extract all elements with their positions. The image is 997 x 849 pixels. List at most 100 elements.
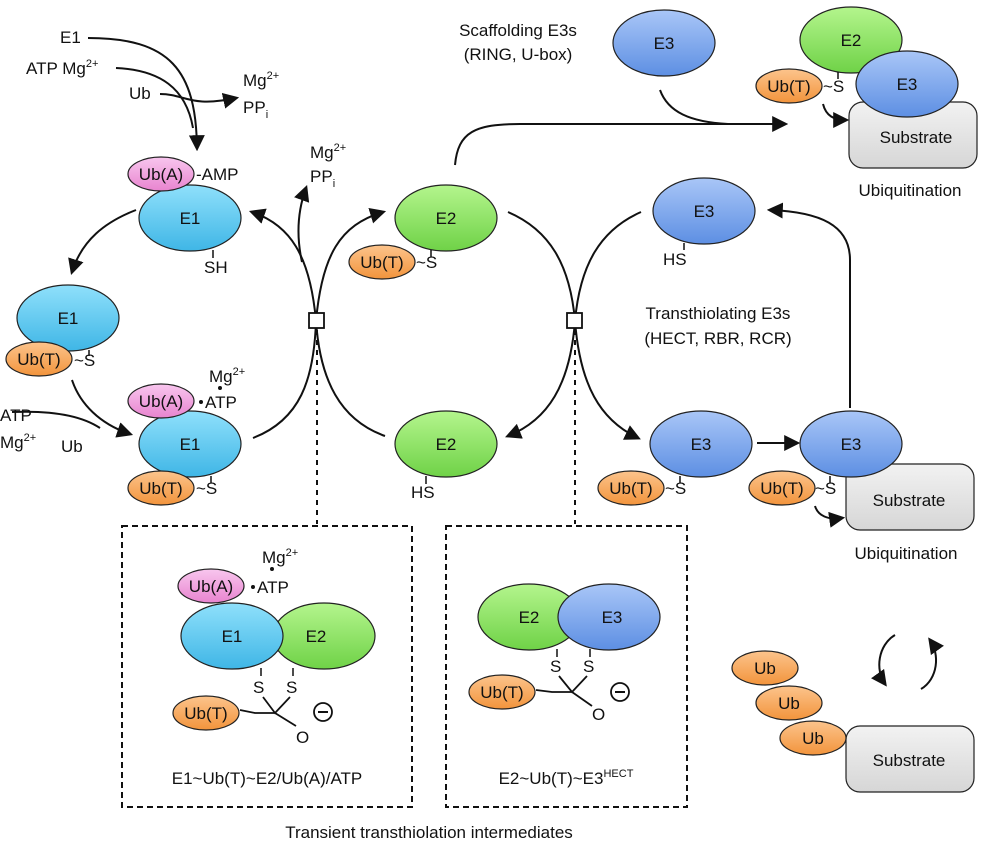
box1-ub-a-label: Ub(A) [189, 577, 233, 596]
e3-thioester-label: E3 [691, 435, 712, 454]
ub-t-on-e2 [348, 244, 416, 280]
arc-e2-load-lower [315, 320, 386, 437]
ub-t-on-e3 [597, 470, 665, 506]
box1-atp-label: ATP [257, 578, 289, 597]
box2-e3-label: E3 [602, 608, 623, 627]
arrow-e1-cycle-return [71, 379, 134, 438]
e3-tilde-s: ~S [665, 479, 686, 498]
scaffolding-e3-label: E3 [654, 34, 675, 53]
scaffolding-title-1: Scaffolding E3s [459, 21, 577, 40]
atp-label-loaded-e1: ATP [205, 393, 237, 412]
arc-e2-to-e3-lower [505, 320, 576, 439]
amp-label: -AMP [196, 165, 239, 184]
poly-ub-2 [755, 685, 823, 721]
box2-e3-enzyme [557, 583, 661, 651]
poly-ub-3 [779, 720, 847, 756]
e3-free-enzyme [652, 177, 756, 245]
arc-e1-to-e2-upper [248, 208, 317, 322]
e1-tilde-s: ~S [74, 351, 95, 370]
box2-ub-t [468, 674, 536, 710]
box1-caption: E1~Ub(T)~E2/Ub(A)/ATP [172, 769, 363, 788]
poly-ub-2-label: Ub [778, 694, 800, 713]
box1-s1: S [253, 678, 264, 697]
arrow-mg-ppi-release-1 [159, 92, 240, 109]
ppi-release-label-1: PPi [243, 98, 268, 121]
arc-e2-to-e3-upper [507, 211, 576, 322]
box1-atp-dot [251, 585, 255, 589]
box1-ub-t-label: Ub(T) [184, 704, 227, 723]
cycle-arrow-right [920, 637, 944, 690]
e3-substrate-label: E3 [841, 435, 862, 454]
scaffold-e2-label: E2 [841, 31, 862, 50]
ub-t-on-e2-label: Ub(T) [360, 253, 403, 272]
arrow-e3-regeneration [766, 202, 851, 408]
arrow-e1-cycle-down [68, 209, 137, 276]
transthiolating-title-2: (HECT, RBR, RCR) [644, 329, 791, 348]
intermediate-box-2 [445, 525, 688, 808]
box2-bonds [535, 675, 593, 707]
box2-s1: S [550, 657, 561, 676]
e2-tilde-s: ~S [416, 253, 437, 272]
arrow-scaffolding-path [454, 116, 789, 166]
e2-hs-label: HS [411, 483, 435, 502]
ub-a-loaded-label: Ub(A) [139, 392, 183, 411]
ub-t-on-e3-substrate-label: Ub(T) [760, 479, 803, 498]
substrate-2-label: Substrate [873, 491, 946, 510]
box1-mg-dot [270, 567, 274, 571]
arc-e3-load-lower [574, 320, 641, 440]
atp-dot-1 [199, 400, 203, 404]
e1-thioester-label: E1 [58, 309, 79, 328]
mg-release-label-2: Mg2+ [310, 142, 346, 162]
poly-ub-1-label: Ub [754, 659, 776, 678]
substrate-3-label: Substrate [873, 751, 946, 770]
e2-free-enzyme [394, 410, 498, 478]
e2-thioester-label: E2 [436, 209, 457, 228]
arrow-mg-ppi-release-2 [294, 184, 310, 263]
ub-a-label: Ub(A) [139, 165, 183, 184]
arrow-atp-entry [115, 67, 194, 129]
cycle-arrow-left [871, 634, 896, 687]
e3-free-label: E3 [694, 202, 715, 221]
box1-s2: S [286, 678, 297, 697]
e3-substrate-enzyme [799, 410, 903, 478]
ub-t-on-loaded-e1 [127, 470, 195, 506]
arc-e1-to-e2-lower [252, 320, 317, 439]
box2-ub-t-label: Ub(T) [480, 683, 523, 702]
scaffold-ub-t-label: Ub(T) [767, 77, 810, 96]
scaffold-transfer-arrow [822, 103, 850, 128]
e1-label: E1 [180, 209, 201, 228]
box2-oxygen: O [592, 705, 605, 724]
arc-e3-hs-upper [574, 211, 642, 322]
box1-oxygen: O [296, 728, 309, 747]
ub-t-on-e3-substrate [748, 470, 816, 506]
arrow-atp-entry-2 [11, 410, 101, 429]
mg-label-loaded-e1: Mg2+ [209, 366, 245, 386]
intermediate-box-1 [121, 525, 413, 808]
arrow-e1-entry [87, 37, 205, 152]
ub-t-loaded-label: Ub(T) [139, 479, 182, 498]
box1-e1-enzyme [180, 602, 284, 670]
e2-free-label: E2 [436, 435, 457, 454]
box2-e2-label: E2 [519, 608, 540, 627]
e1-loaded-tilde-s: ~S [196, 479, 217, 498]
scaffold-e3-enzyme [855, 50, 959, 118]
scaffold-tilde-s: ~S [823, 77, 844, 96]
e3-thioester-enzyme [649, 410, 753, 478]
e1-loaded-enzyme [138, 410, 242, 478]
ub-input-label-2: Ub [61, 437, 83, 456]
ub-t-on-e3-label: Ub(T) [609, 479, 652, 498]
scaffold-e3-label: E3 [897, 75, 918, 94]
scaffolding-title-2: (RING, U-box) [464, 45, 573, 64]
scaffolding-e3-enzyme [612, 9, 716, 77]
ub-t-on-e1 [5, 341, 73, 377]
e3-transfer-arrow [814, 505, 846, 528]
atp-input-label-2: ATP [0, 406, 32, 425]
ub-a-protein [127, 156, 195, 192]
e3-substrate-tilde-s: ~S [815, 479, 836, 498]
box1-ub-t [172, 695, 240, 731]
poly-ub-1 [731, 650, 799, 686]
junction-box-2 [566, 312, 583, 329]
e1-enzyme [138, 184, 242, 252]
e1-sh-label: SH [204, 258, 228, 277]
arrow-scaffolding-e3-join [659, 89, 729, 125]
